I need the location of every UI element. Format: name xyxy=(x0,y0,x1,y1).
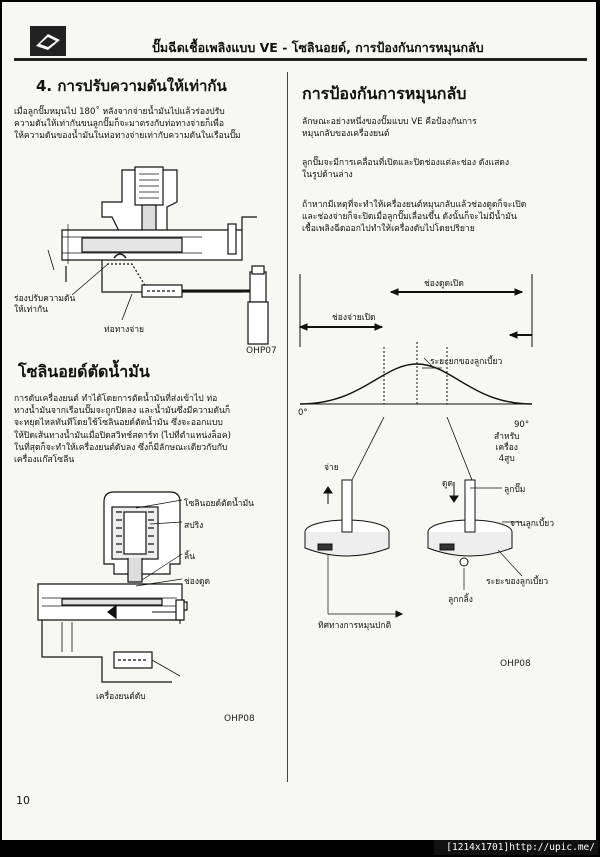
column-divider xyxy=(287,72,288,782)
label-delivery: จ่าย xyxy=(324,463,339,473)
label-inlet-open: ช่องดูดเปิด xyxy=(424,279,464,289)
fuel-cut-solenoid-figure xyxy=(37,491,188,683)
manual-page: ปั๊มฉีดเชื้อเพลิงแบบ VE - โซลินอยด์, การ… xyxy=(2,2,596,840)
label-engine-off: เครื่องยนต์ดับ xyxy=(96,692,146,702)
reverse-rotation-paragraph-2: ลูกปั๊มจะมีการเคลื่อนที่เปิดและปิดช่องแต… xyxy=(302,158,510,181)
label-equalizing-groove: ร่องปรับความดัน ให้เท่ากัน xyxy=(14,294,76,315)
label-outlet-port: ท่อทางจ่าย xyxy=(104,325,144,335)
page-number: 10 xyxy=(16,794,30,807)
pressure-equalizing-paragraph: เมื่อลูกปั๊มหมุนไป 180˚ หลังจากจ่ายน้ำมั… xyxy=(14,107,241,142)
label-valve: ลิ้น xyxy=(184,552,196,562)
pump-equalizing-figure xyxy=(47,166,269,345)
label-zero-degrees: 0° xyxy=(298,408,308,418)
section-heading-pressure-equalizing: 4. การปรับความดันให้เท่ากัน xyxy=(36,77,227,95)
label-plunger: ลูกปั๊ม xyxy=(504,485,526,495)
label-inlet-port: ช่องดูด xyxy=(184,577,211,587)
label-spring: สปริง xyxy=(184,521,204,531)
label-normal-rotation: ทิศทางการหมุนปกติ xyxy=(318,621,392,631)
page-header-title: ปั๊มฉีดเชื้อเพลิงแบบ VE - โซลินอยด์, การ… xyxy=(152,40,484,55)
label-fuel-cut-solenoid: โซลินอยด์ตัดน้ำมัน xyxy=(184,499,254,509)
section-heading-fuel-cut-solenoid: โซลินอยด์ตัดน้ำมัน xyxy=(18,362,150,381)
reverse-rotation-diagram xyxy=(298,274,533,618)
figure-code-ohp08-left: OHP08 xyxy=(224,714,255,724)
figure-code-ohp07: OHP07 xyxy=(246,346,277,356)
label-cam-lift-range: ระยะของลูกเบี้ยว xyxy=(486,577,549,587)
label-cam-plate: จานลูกเบี้ยว xyxy=(510,519,554,529)
label-ninety-degrees: 90° xyxy=(514,420,530,430)
image-source-tag: [1214x1701]http://upic.me/ xyxy=(434,840,598,855)
reverse-rotation-paragraph-1: ลักษณะอย่างหนึ่งของปั๊มแบบ VE คือป้องกัน… xyxy=(302,117,477,140)
label-roller: ลูกกลิ้ง xyxy=(448,595,473,605)
label-four-cylinder: สำหรับ เครื่อง 4สูบ xyxy=(494,432,520,464)
reverse-rotation-paragraph-3: ถ้าหากมีเหตุที่จะทำให้เครื่องยนต์หมุนกลั… xyxy=(302,200,527,235)
fuel-cut-solenoid-paragraph: การดับเครื่องยนต์ ทำได้โดยการตัดน้ำมันที… xyxy=(14,394,231,466)
label-cam-lift: ระยะยกของลูกเบี้ยว xyxy=(430,357,503,367)
label-suction: ดูด xyxy=(442,479,454,489)
label-outlet-open: ช่องจ่ายเปิด xyxy=(332,313,376,323)
figure-code-ohp08-right: OHP08 xyxy=(500,659,531,669)
manual-logo-icon xyxy=(30,26,66,56)
section-heading-reverse-rotation-prevention: การป้องกันการหมุนกลับ xyxy=(302,84,467,103)
header-rule xyxy=(14,58,587,61)
